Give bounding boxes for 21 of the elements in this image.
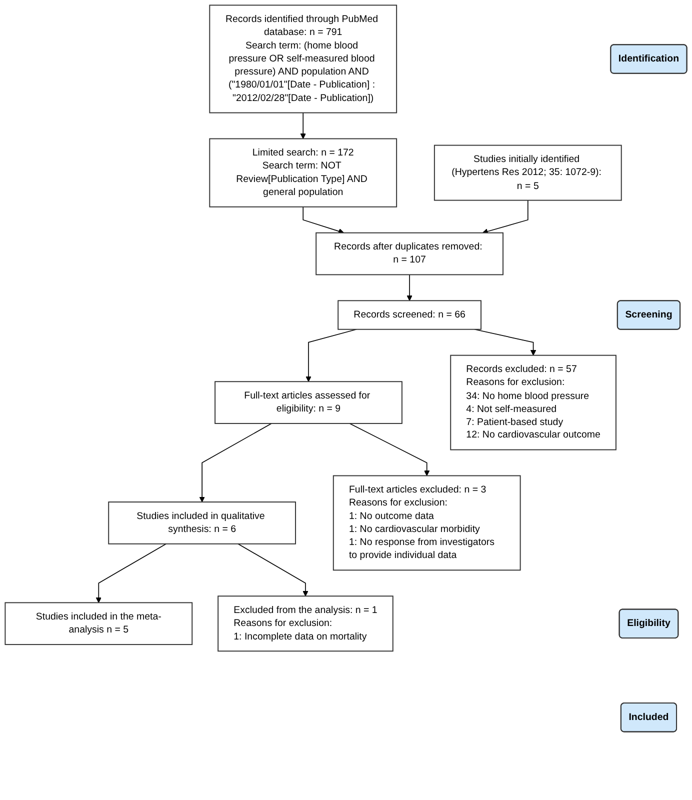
node-box: Studies initially identified (Hypertens Res 2012; 35: 1072-9): n = 5 [434, 144, 622, 201]
node-box: Excluded from the analysis: n = 1 Reasons for exclusion: 1: Incomplete data on mortality [218, 596, 394, 652]
arrow [199, 423, 272, 502]
node-box: Records identified through PubMed database: n = 791 Search term: (home blood pressure OR self-measured blood pressure) AND population AND ("1980/01/01"[Date - Publication] : "2012/02/28"[Date - Publication]) [209, 4, 398, 114]
arrow [349, 423, 430, 476]
arrow [406, 274, 412, 301]
arrow [238, 543, 308, 596]
arrow [96, 543, 167, 603]
node-box: Full-text articles assessed for eligibility: n = 9 [214, 381, 402, 424]
arrow [474, 328, 536, 356]
node-box: Records screened: n = 66 [338, 300, 482, 330]
arrow [306, 328, 357, 382]
arrow [482, 200, 528, 234]
arrow [300, 112, 306, 139]
node-box: Records excluded: n = 57 Reasons for exclusion: 34: No home blood pressure 4: Not self-measured 7: Patient-based study 12: No cardiovascular outcome [450, 354, 616, 450]
node-box: Studies included in the meta-analysis n = 5 [4, 602, 193, 646]
node-box: Records after duplicates removed: n = 107 [316, 232, 504, 276]
node-box: Limited search: n = 172 Search term: NOT Review[Publication Type] AND general population [209, 138, 398, 208]
node-box: Studies included in qualitative synthesis: n = 6 [108, 502, 296, 544]
node-box: Full-text articles excluded: n = 3 Reasons for exclusion: 1: No outcome data 1: No cardiovascular morbidity 1: No response from investigators to provide individual data [332, 475, 521, 571]
arrow [302, 206, 344, 234]
